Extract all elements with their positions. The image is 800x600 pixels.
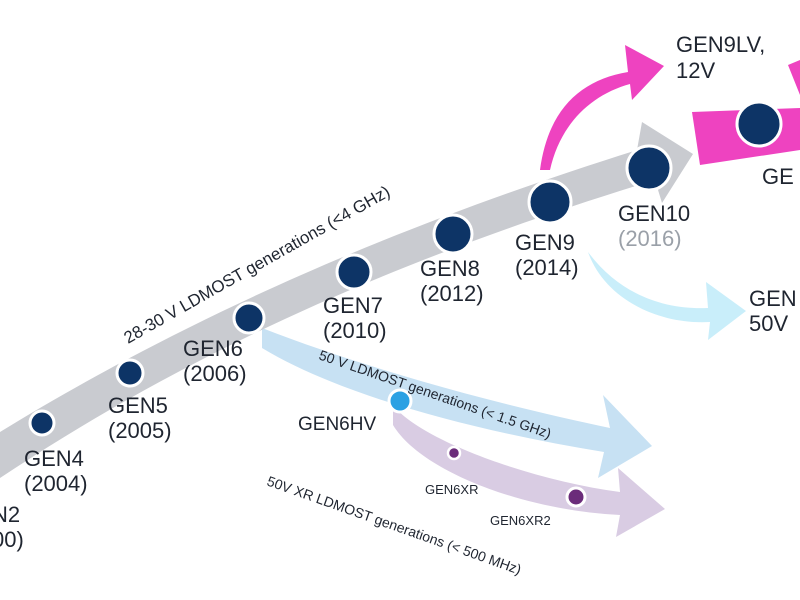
v50-partial-label: 50V [749,311,788,336]
gen10-dot [625,144,673,192]
gen9-name-label: GEN9 [515,230,575,255]
band-50v-xr-label: 50V XR LDMOST generations (< 500 MHz) [265,473,524,578]
gen7-dot [335,253,373,291]
band-50v-arrow [262,328,652,478]
cyan-branch-arrow [588,252,746,340]
gen9lv-dot [735,100,783,148]
gen10-year-label: (2016) [618,226,682,251]
gen4-name-label: GEN4 [24,446,84,471]
gen6-name-label: GEN6 [183,336,243,361]
gen6xr-label: GEN6XR [425,482,478,497]
gen6hv-dot [387,388,413,414]
gen4-dot [28,409,56,437]
gen8-year-label: (2012) [420,281,484,306]
gen10-name-label: GEN10 [618,201,690,226]
band-50v-xr-arrow [393,405,665,537]
gen8-dot [432,213,474,255]
gen7-name-label: GEN7 [323,293,383,318]
gen2-name-label: N2 [0,502,20,527]
gen4-year-label: (2004) [24,471,88,496]
gen5-name-label: GEN5 [108,393,168,418]
gen9lv-branch-arrow [540,45,664,170]
gen6xr2-dot [565,486,587,508]
ge-partial-label: GE [762,164,794,189]
magenta-branch-tip [788,60,800,95]
gen6hv-label: GEN6HV [298,414,376,435]
gen6-dot [232,301,266,335]
gen2-year-label: 00) [0,527,24,552]
gen7-year-label: (2010) [323,318,387,343]
gen9-dot [527,179,573,225]
gen6-year-label: (2006) [183,361,247,386]
gen8-name-label: GEN8 [420,256,480,281]
gen9lv-label-line1: GEN9LV, [676,32,765,57]
gen6xr2-label: GEN6XR2 [490,513,551,528]
gen6xr-dot [446,445,462,461]
gen5-year-label: (2005) [108,418,172,443]
band-28-30v-arrow [0,122,693,478]
gen9-year-label: (2014) [515,255,579,280]
gen-partial-label: GEN [749,286,797,311]
gen9lv-label-line2: 12V [676,58,715,83]
gen5-dot [115,358,145,388]
